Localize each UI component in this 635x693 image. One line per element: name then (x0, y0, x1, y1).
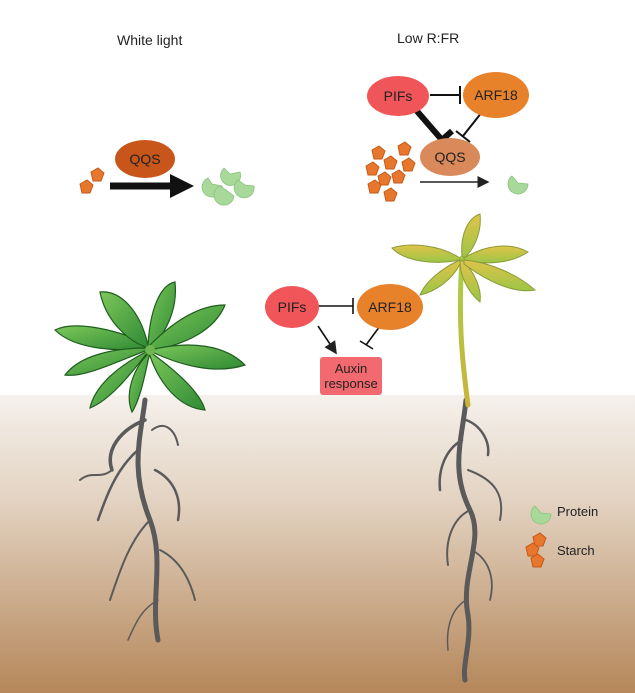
legend-starch-icon (525, 532, 547, 568)
roots-left (79, 397, 196, 643)
rosette-leaves-left (53, 281, 247, 414)
legend-protein-icon (530, 505, 552, 525)
mid-regulation-lines (313, 298, 381, 355)
header-white-light: White light (117, 32, 183, 48)
rosette-center-left (145, 345, 155, 355)
starch-cluster-left (79, 167, 105, 194)
arf18-node-mid: ARF18 (357, 284, 423, 330)
pifs-node-mid: PIFs (265, 286, 319, 328)
pifs-node-top: PIFs (367, 76, 429, 116)
auxin-response-box: Auxin response (320, 357, 382, 395)
main-arrowhead-left (170, 174, 194, 198)
protein-right (507, 175, 529, 195)
starch-cluster-right (365, 141, 416, 202)
pale-leaves-right (391, 213, 537, 303)
qqs-node-left: QQS (115, 140, 175, 178)
protein-cluster-left (201, 167, 255, 206)
qqs-node-right: QQS (420, 138, 480, 176)
roots-right (438, 397, 503, 683)
top-regulation-lines (413, 86, 483, 150)
header-low-rfr: Low R:FR (397, 30, 460, 46)
soil-background (0, 395, 635, 693)
elongated-stem-right (457, 255, 471, 408)
legend-protein-label: Protein (557, 504, 599, 519)
legend-starch-label: Starch (557, 543, 595, 558)
arf18-node-top: ARF18 (463, 72, 529, 118)
